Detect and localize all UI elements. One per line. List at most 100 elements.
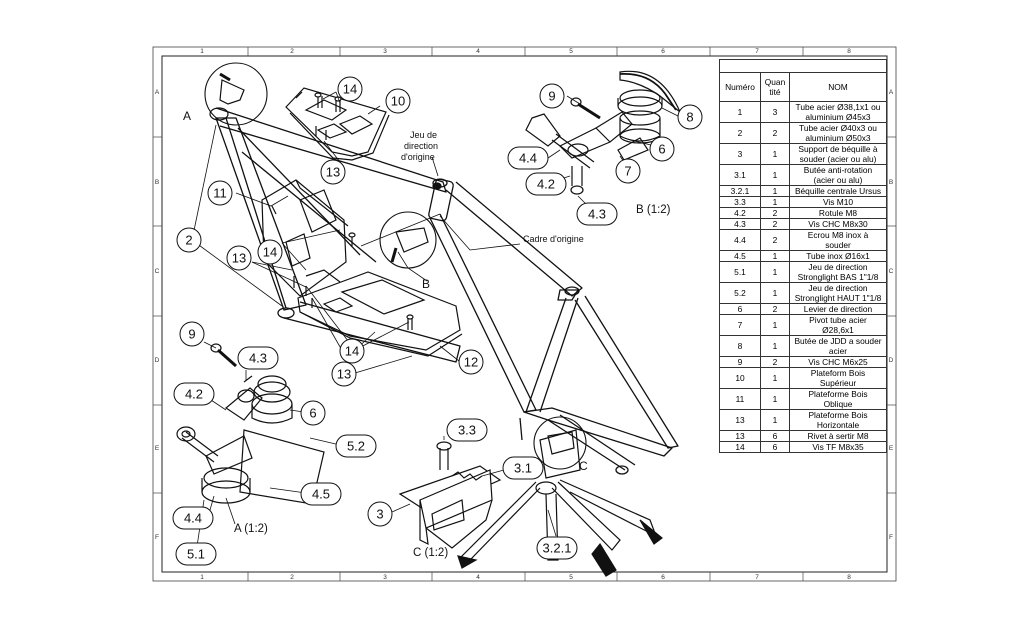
bom-cell-quantity: 1 bbox=[760, 164, 790, 186]
column-label: 2 bbox=[290, 48, 294, 55]
balloon-main: 2 bbox=[176, 227, 202, 253]
balloon-outline bbox=[237, 346, 279, 370]
bom-cell-number: 14 bbox=[719, 441, 761, 453]
leader-lines bbox=[191, 91, 521, 374]
detail-c-scale: C (1:2) bbox=[413, 547, 448, 559]
bom-cell-number: 9 bbox=[719, 356, 761, 368]
bom-cell-quantity: 1 bbox=[760, 282, 790, 304]
bom-cell-quantity: 1 bbox=[760, 143, 790, 165]
bom-cell-name: Plateforme Bois Horizontale bbox=[789, 409, 887, 431]
balloon-main: 10 bbox=[385, 88, 411, 114]
bom-cell-number: 11 bbox=[719, 388, 761, 410]
detail-b-marker: B bbox=[422, 277, 430, 291]
balloon-outline bbox=[172, 506, 214, 530]
balloon-outline bbox=[173, 382, 215, 406]
balloon-detail-a: 4.3 bbox=[237, 346, 279, 370]
row-label: E bbox=[889, 445, 894, 452]
balloon-label: 14 bbox=[263, 245, 277, 260]
bom-cell-quantity: 6 bbox=[760, 441, 790, 453]
column-label: 4 bbox=[476, 48, 480, 55]
balloon-outline bbox=[300, 400, 326, 426]
balloon-label: 4.4 bbox=[519, 151, 537, 166]
bom-cell-quantity: 1 bbox=[760, 196, 790, 208]
bom-cell-name: Rotule M8 bbox=[789, 207, 887, 219]
bom-cell-name: Butée anti-rotation (acier ou alu) bbox=[789, 164, 887, 186]
bom-cell-name: Plateforme Bois Oblique bbox=[789, 388, 887, 410]
balloon-label: 14 bbox=[343, 82, 357, 97]
balloon-label: 6 bbox=[658, 142, 665, 157]
platform-horizontal bbox=[297, 269, 463, 357]
bom-header-name: NOM bbox=[789, 72, 887, 102]
bom-cell-quantity: 1 bbox=[760, 409, 790, 431]
balloon-detail-a: 4.4 bbox=[172, 506, 214, 530]
balloon-main: 12 bbox=[458, 349, 484, 375]
balloon-main: 13 bbox=[226, 245, 252, 271]
detail-a-scale: A (1:2) bbox=[234, 523, 268, 535]
bom-header-number: Numéro bbox=[719, 72, 761, 102]
balloon-detail-a: 9 bbox=[179, 321, 205, 347]
balloon-outline bbox=[446, 418, 488, 442]
bom-cell-name: Plateform Bois Supérieur bbox=[789, 367, 887, 389]
balloon-detail-a: 6 bbox=[300, 400, 326, 426]
balloon-outline bbox=[367, 501, 393, 527]
balloon-detail-b: 9 bbox=[539, 83, 565, 109]
balloon-label: 11 bbox=[213, 186, 227, 201]
column-label: 8 bbox=[847, 574, 851, 581]
row-label: D bbox=[155, 357, 160, 364]
balloon-label: 6 bbox=[309, 406, 316, 421]
bom-cell-quantity: 1 bbox=[760, 314, 790, 336]
rivets-screws bbox=[271, 92, 414, 330]
inner-border bbox=[161, 55, 888, 573]
bom-cell-name: Jeu de direction Stronglight BAS 1"1/8 bbox=[789, 261, 887, 283]
balloon-outline bbox=[649, 136, 675, 162]
balloon-label: 12 bbox=[464, 355, 478, 370]
bom-cell-name: Vis M10 bbox=[789, 196, 887, 208]
balloon-outline bbox=[179, 321, 205, 347]
balloon-label: 2 bbox=[185, 233, 192, 248]
bom-cell-quantity: 2 bbox=[760, 229, 790, 251]
balloon-detail-b: 4.2 bbox=[525, 172, 567, 196]
balloon-outline bbox=[525, 172, 567, 196]
column-label: 7 bbox=[755, 48, 759, 55]
balloon-label: 7 bbox=[624, 164, 631, 179]
bom-cell-quantity: 2 bbox=[760, 207, 790, 219]
balloon-label: 8 bbox=[686, 110, 693, 125]
detail-b-scale: B (1:2) bbox=[636, 204, 671, 216]
column-label: 3 bbox=[383, 574, 387, 581]
column-label: 3 bbox=[383, 48, 387, 55]
bom-cell-number: 10 bbox=[719, 367, 761, 389]
balloon-main: 11 bbox=[207, 180, 233, 206]
balloon-outline bbox=[539, 83, 565, 109]
bom-cell-name: Rivet à sertir M8 bbox=[789, 430, 887, 442]
row-label: B bbox=[155, 179, 159, 186]
row-label: F bbox=[155, 534, 159, 541]
balloon-detail-a: 5.1 bbox=[175, 542, 217, 566]
column-label: 2 bbox=[290, 574, 294, 581]
balloon-label: 4.2 bbox=[537, 177, 555, 192]
frame-note: Cadre d'origine bbox=[523, 234, 584, 244]
balloon-outline bbox=[335, 434, 377, 458]
bom-cell-number: 6 bbox=[719, 303, 761, 315]
bom-cell-number: 13 bbox=[719, 430, 761, 442]
detail-c-marker: C bbox=[579, 459, 588, 473]
column-label: 1 bbox=[200, 574, 204, 581]
balloon-label: 3.1 bbox=[514, 461, 532, 476]
balloon-label: 4.2 bbox=[185, 387, 203, 402]
balloon-detail-b: 8 bbox=[677, 104, 703, 130]
balloon-outline bbox=[226, 245, 252, 271]
bom-cell-quantity: 1 bbox=[760, 250, 790, 262]
balloon-main: 13 bbox=[320, 159, 346, 185]
balloon-detail-c: 3.2.1 bbox=[536, 536, 578, 560]
detail-a-marker: A bbox=[183, 109, 191, 123]
balloon-outline bbox=[300, 482, 342, 506]
